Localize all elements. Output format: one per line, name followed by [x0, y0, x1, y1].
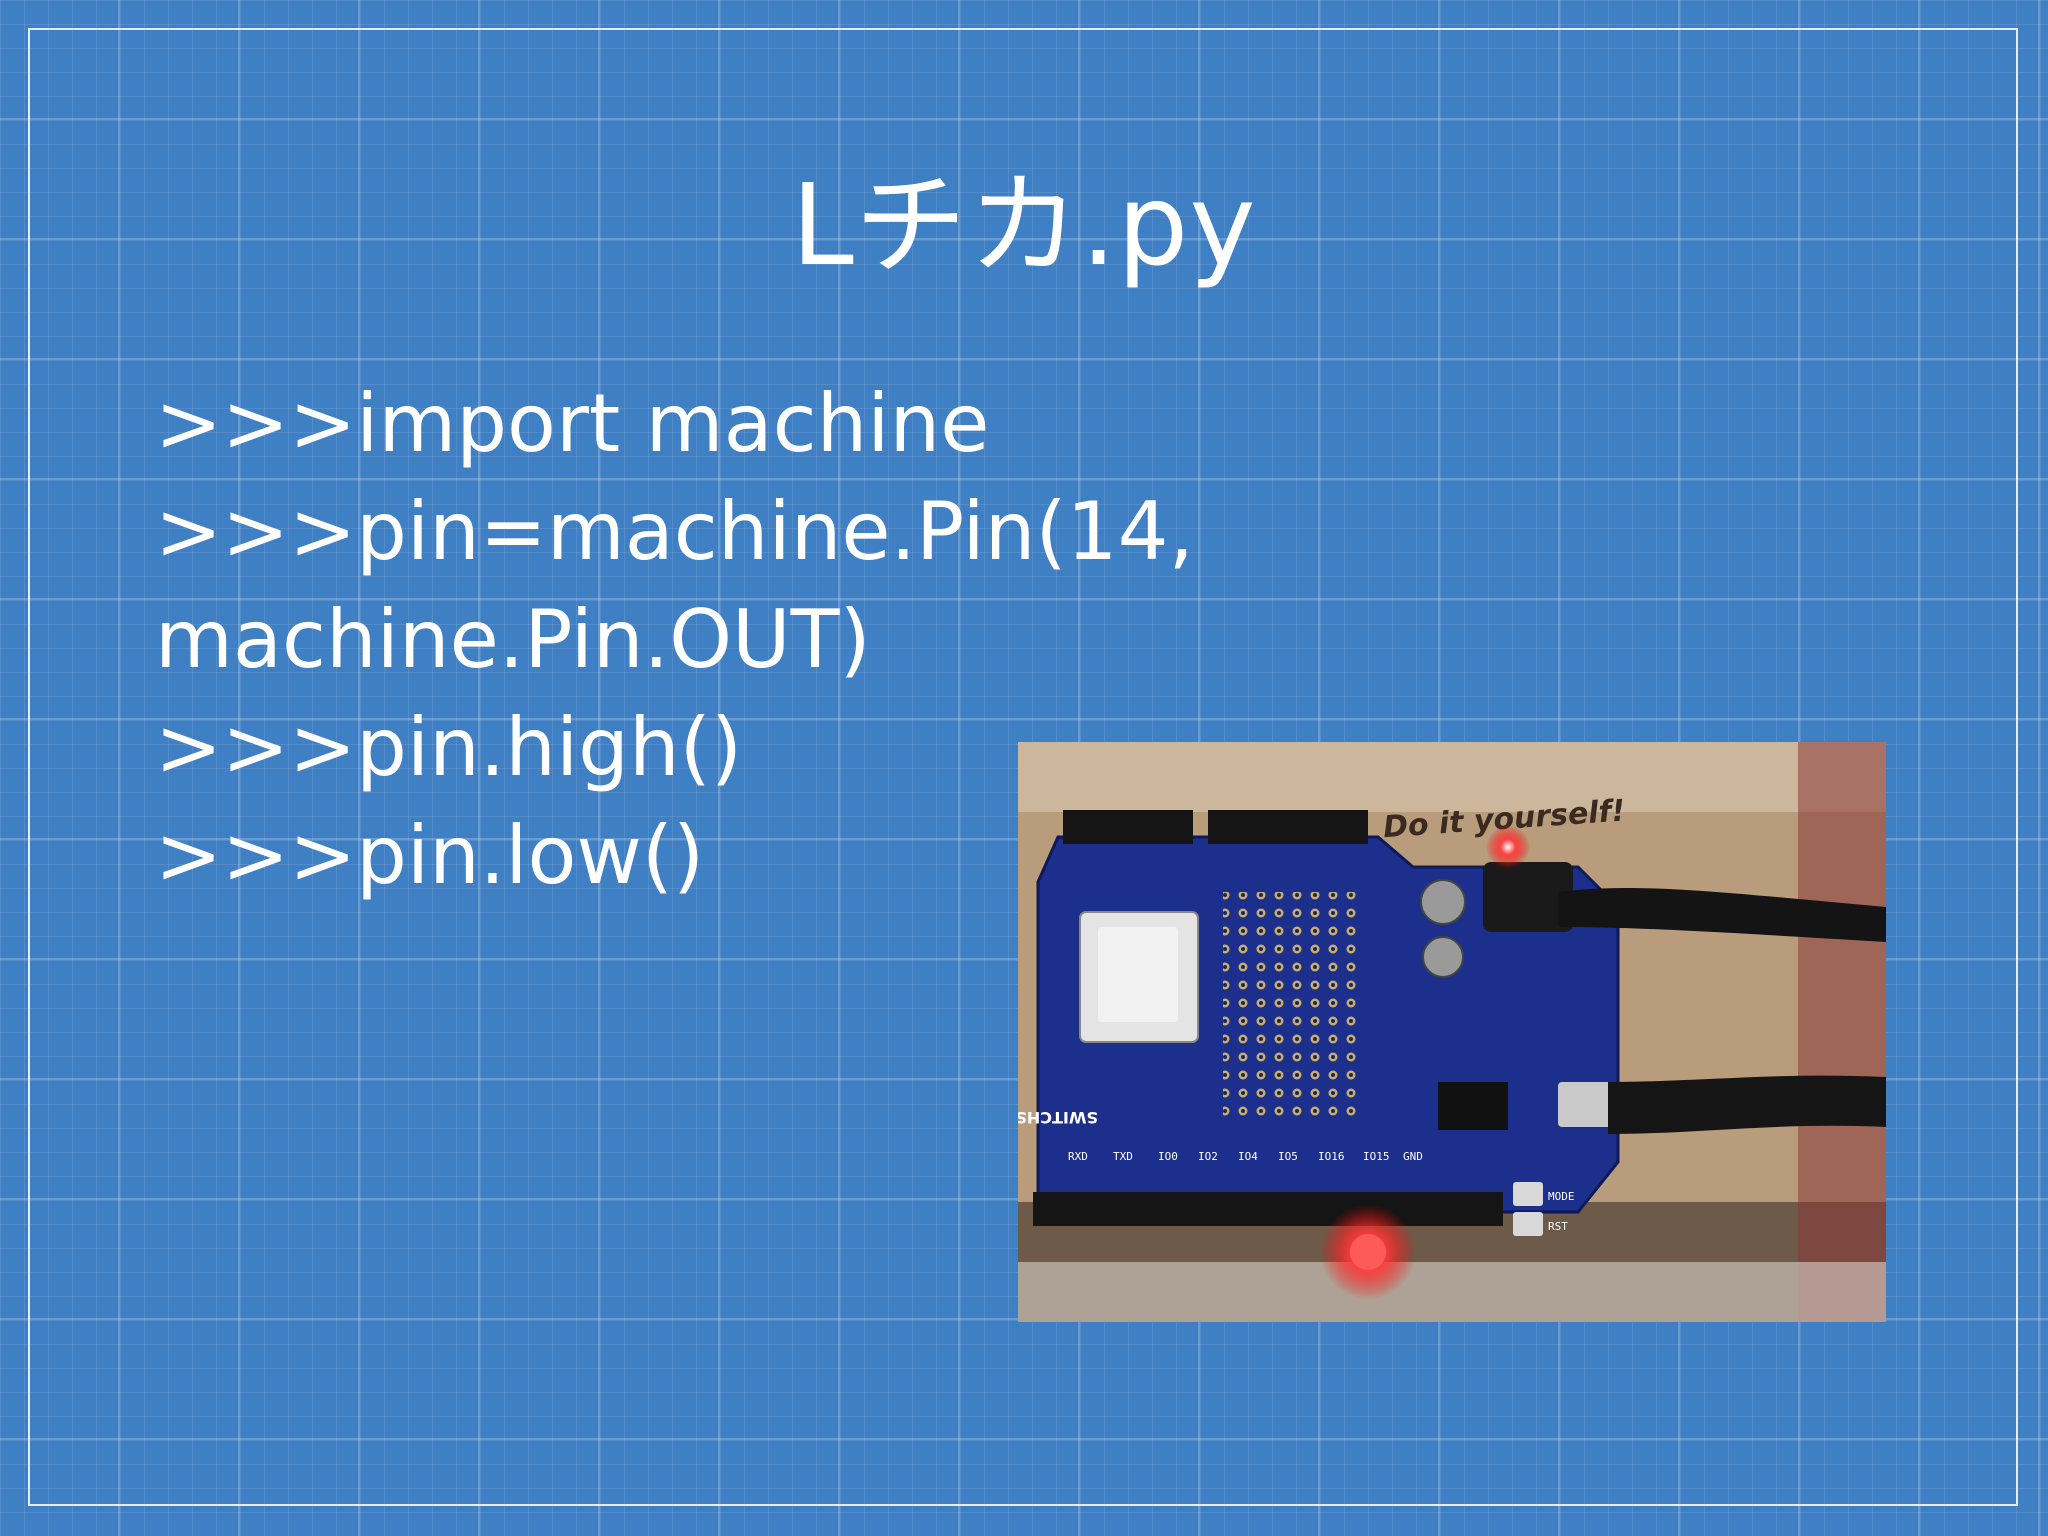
mode-button	[1513, 1182, 1543, 1206]
usb-cable	[1608, 1075, 1886, 1134]
board-photo: Do it yourself! SWITCHSCIENCE RXD TXD IO…	[1018, 742, 1886, 1322]
pin-label: IO2	[1198, 1150, 1218, 1163]
rst-label: RST	[1548, 1220, 1568, 1233]
code-line-1: >>>import machine	[155, 377, 990, 470]
power-cable	[1558, 887, 1886, 942]
header-socket-bottom	[1033, 1192, 1503, 1226]
code-line-2: >>>pin=machine.Pin(14,	[155, 485, 1194, 578]
pin-label: TXD	[1113, 1150, 1133, 1163]
pin-label: IO5	[1278, 1150, 1298, 1163]
power-jack	[1483, 862, 1573, 932]
code-line-5: >>>pin.low()	[155, 809, 705, 902]
mode-label: MODE	[1548, 1190, 1575, 1203]
code-line-3: machine.Pin.OUT)	[155, 593, 871, 686]
pin-label: GND	[1403, 1150, 1423, 1163]
header-socket-left	[1063, 810, 1193, 844]
capacitor	[1422, 936, 1464, 978]
board-photo-illustration: Do it yourself! SWITCHSCIENCE RXD TXD IO…	[1018, 742, 1886, 1322]
usb-port	[1558, 1082, 1618, 1127]
pin-label: IO15	[1363, 1150, 1390, 1163]
usb-chip	[1438, 1082, 1508, 1130]
pin-label: IO16	[1318, 1150, 1345, 1163]
code-line-4: >>>pin.high()	[155, 701, 743, 794]
pin-label: RXD	[1068, 1150, 1088, 1163]
header-socket-right	[1208, 810, 1368, 844]
rst-button	[1513, 1212, 1543, 1236]
power-led	[1486, 825, 1530, 869]
slide-frame	[28, 28, 2018, 1506]
capacitor	[1420, 879, 1466, 925]
code-block: >>>import machine >>>pin=machine.Pin(14,…	[155, 370, 1855, 910]
pin-label: IO0	[1158, 1150, 1178, 1163]
brand-label: SWITCHSCIENCE	[1018, 1108, 1098, 1127]
pin-label: IO4	[1238, 1150, 1258, 1163]
proto-area	[1223, 892, 1363, 1117]
slide-title: Lチカ.py	[791, 161, 1257, 291]
